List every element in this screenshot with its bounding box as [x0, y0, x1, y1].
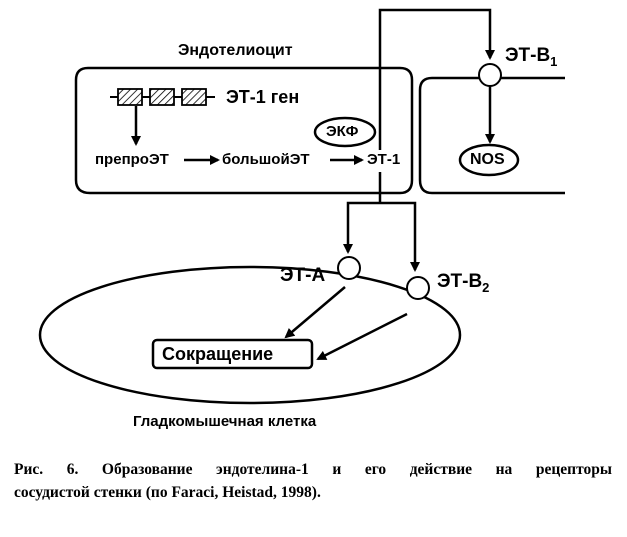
figure-caption: Рис. 6. Образование эндотелина-1 и его д…	[14, 458, 612, 504]
smooth-muscle-cell-outline	[38, 265, 462, 405]
eta-receptor	[337, 256, 361, 280]
etb2-subscript: 2	[482, 279, 490, 295]
gene-exon-3	[181, 88, 207, 106]
etb1-label-text: ЭТ-В	[505, 45, 551, 66]
etb1-label: ЭТ-В1	[505, 46, 557, 68]
et1-label: ЭТ-1	[367, 151, 401, 168]
arrow-eta-to-contraction	[284, 286, 346, 339]
arrow-etb2-to-contraction	[316, 312, 408, 361]
smooth-muscle-cell-label: Гладкомышечная клетка	[133, 413, 317, 430]
prepro-et-label: препроЭТ	[95, 151, 169, 168]
gene-label: ЭТ-1 ген	[226, 87, 300, 107]
etb2-receptor	[406, 276, 430, 300]
caption-line-2: сосудистой стенки (по Faraci, Heistad, 1…	[14, 484, 321, 501]
etb2-label-text: ЭТ-В	[437, 271, 483, 292]
etb2-label: ЭТ-В2	[437, 272, 489, 294]
nos-ellipse	[458, 143, 520, 177]
big-et-label: большойЭТ	[222, 151, 310, 168]
neighbour-cell-outline	[418, 76, 565, 195]
eta-label: ЭТ-А	[280, 265, 326, 286]
arrow-et1-to-etb2	[380, 201, 420, 272]
gene-exon-1	[117, 88, 143, 106]
etb1-subscript: 1	[550, 53, 558, 69]
arrow-et1-to-etb1	[378, 8, 495, 150]
endothelial-cell-label: Эндотелиоцит	[178, 42, 293, 59]
gene-exon-2	[149, 88, 175, 106]
contraction-box	[151, 338, 314, 370]
nos-label: NOS	[470, 151, 505, 168]
ece-enzyme-ellipse	[313, 116, 377, 148]
contraction-label: Сокращение	[162, 344, 274, 364]
enzyme-label: ЭКФ	[326, 123, 359, 140]
caption-line-1: Рис. 6. Образование эндотелина-1 и его д…	[14, 461, 612, 478]
arrow-et1-to-eta	[343, 201, 380, 254]
etb1-receptor	[478, 63, 502, 87]
endothelial-cell-outline	[74, 66, 414, 195]
